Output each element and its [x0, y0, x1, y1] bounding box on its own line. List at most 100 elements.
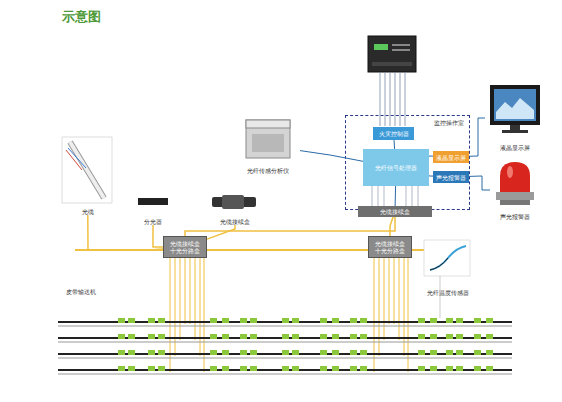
connector-line: [207, 225, 235, 239]
sensor-unit: [148, 318, 155, 323]
sensor-unit: [128, 366, 135, 371]
sensor-units: [118, 318, 493, 371]
leader-line: [440, 276, 441, 318]
sensor-unit: [250, 350, 257, 355]
node-text: 十光分路盒: [375, 247, 405, 254]
sensor-unit: [418, 366, 425, 371]
process-box: 光纤信号处理器: [363, 149, 429, 186]
sensor-unit: [282, 334, 289, 339]
connector-line: [185, 217, 395, 236]
sensor-unit: [418, 350, 425, 355]
device-node: 分光器: [128, 195, 178, 225]
processor-cables: [372, 186, 418, 206]
connector-line: [390, 217, 393, 236]
device-node: 液晶显示屏: [485, 85, 545, 151]
sensor-unit: [486, 366, 493, 371]
node-text: 声光报警器: [500, 213, 530, 220]
sensor-unit: [118, 334, 125, 339]
sensor-unit: [240, 318, 247, 323]
sensor-unit: [320, 350, 327, 355]
node-text: 光缆接续盒: [375, 240, 405, 247]
node-text: 分光器: [144, 218, 162, 225]
sensor-unit: [446, 318, 453, 323]
node-text: 光纤温度传感器: [427, 289, 469, 296]
node-text: 光纤信号处理器: [375, 164, 417, 171]
sensor-unit: [360, 350, 367, 355]
sensor-unit: [128, 334, 135, 339]
connector-line: [469, 118, 485, 156]
sensor-unit: [158, 318, 165, 323]
node-text: 液晶显示屏: [436, 154, 466, 161]
sensor-unit: [250, 366, 257, 371]
junction-box: 光缆接续盒十光分路盒: [368, 236, 412, 258]
sensor-unit: [158, 334, 165, 339]
sensor-unit: [418, 318, 425, 323]
cable-picture: [62, 137, 112, 203]
sensor-unit: [474, 366, 481, 371]
connector-line: [300, 151, 363, 162]
device-node: 光缆接续盒: [205, 193, 265, 225]
node-text: 光缆: [82, 208, 94, 215]
sensor-unit: [474, 350, 481, 355]
sensor-unit: [350, 350, 357, 355]
device-node: 光纤传感分析仪: [236, 118, 300, 174]
conveyor-belts: [58, 322, 512, 374]
process-box: 声光报警器: [433, 171, 469, 183]
sensor-unit: [292, 334, 299, 339]
sensor-unit: [282, 366, 289, 371]
node-text: 监控操作室: [434, 119, 464, 126]
device-node: 光纤温度传感器: [418, 240, 478, 296]
node-text: 十光分路盒: [170, 247, 200, 254]
sensor-unit: [292, 318, 299, 323]
sensor-unit: [118, 366, 125, 371]
diagram-title: 示意图: [62, 8, 101, 26]
sensor-unit: [222, 334, 229, 339]
sensor-unit: [118, 350, 125, 355]
fiber-sensor-picture: [424, 240, 470, 276]
sensor-unit: [350, 318, 357, 323]
sensor-unit: [360, 318, 367, 323]
sensor-unit: [430, 366, 437, 371]
monitor-device: [490, 85, 540, 133]
device-node: 光缆: [60, 135, 115, 215]
sensor-unit: [118, 318, 125, 323]
sensor-unit: [332, 334, 339, 339]
sensor-unit: [446, 366, 453, 371]
sensor-unit: [360, 366, 367, 371]
sensor-unit: [456, 318, 463, 323]
splice-bar: 光缆接续盒: [358, 206, 432, 217]
connector-line: [395, 186, 397, 206]
sensor-unit: [360, 334, 367, 339]
sensor-unit: [148, 350, 155, 355]
analyzer-device: [246, 120, 290, 158]
process-box: 液晶显示屏: [433, 151, 469, 163]
sensor-unit: [222, 366, 229, 371]
sensor-unit: [240, 334, 247, 339]
sensor-unit: [282, 350, 289, 355]
sensor-unit: [350, 334, 357, 339]
node-text: 光缆接续盒: [220, 218, 250, 225]
sensor-unit: [148, 334, 155, 339]
part-label: 皮带输送机: [66, 288, 96, 297]
sensor-unit: [474, 334, 481, 339]
sensor-unit: [292, 350, 299, 355]
sensor-unit: [292, 366, 299, 371]
sensor-unit: [486, 350, 493, 355]
sensor-unit: [240, 366, 247, 371]
sensor-unit: [320, 366, 327, 371]
sensor-unit: [222, 318, 229, 323]
sensor-unit: [158, 350, 165, 355]
sensor-unit: [210, 318, 217, 323]
sensor-unit: [486, 318, 493, 323]
sensor-unit: [456, 366, 463, 371]
sensor-unit: [210, 350, 217, 355]
connector-line: [429, 156, 433, 157]
node-text: 光纤传感分析仪: [247, 167, 289, 174]
sensor-unit: [350, 366, 357, 371]
node-text: 光缆接续盒: [380, 208, 410, 215]
sensor-unit: [282, 318, 289, 323]
splitter-device: [138, 198, 168, 205]
sensor-unit: [430, 318, 437, 323]
sensor-unit: [332, 350, 339, 355]
